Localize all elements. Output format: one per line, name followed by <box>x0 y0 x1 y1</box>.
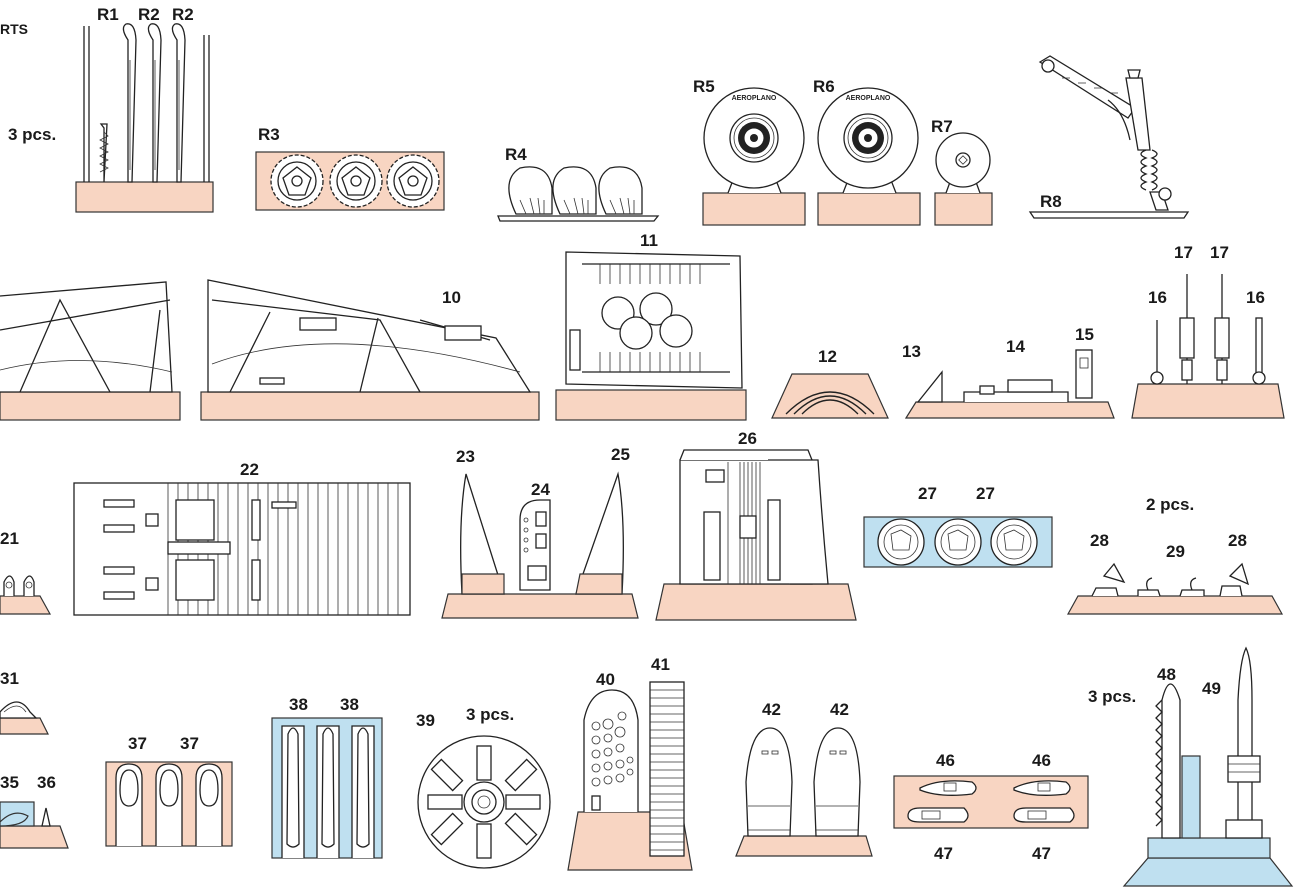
label-37-a: 37 <box>128 734 147 753</box>
label-42-b: 42 <box>830 700 849 719</box>
label-r6: R6 <box>813 77 835 96</box>
part-r4-spinners <box>497 166 660 222</box>
label-r3: R3 <box>258 125 280 144</box>
label-26: 26 <box>738 429 757 448</box>
label-29: 29 <box>1166 542 1185 561</box>
label-38-b: 38 <box>340 695 359 714</box>
part-9-frame-partial <box>0 281 181 421</box>
label-17-b: 17 <box>1210 243 1229 262</box>
label-r2-a: R2 <box>138 5 160 24</box>
label-23: 23 <box>456 447 475 466</box>
part-r8-landing-strut <box>1028 55 1190 219</box>
tire-text-r5: AEROPLANO <box>732 95 777 102</box>
part-r1-r2-propellers <box>75 23 214 213</box>
part-23-24-25-panels <box>441 471 639 619</box>
label-17-a: 17 <box>1174 243 1193 262</box>
label-38-a: 38 <box>289 695 308 714</box>
part-46-47-handles <box>893 775 1089 829</box>
part-27-gear-covers <box>863 516 1053 568</box>
label-42-a: 42 <box>762 700 781 719</box>
label-47-a: 47 <box>934 844 953 863</box>
part-37-seats <box>105 761 233 847</box>
label-36: 36 <box>37 773 56 792</box>
label-16-b: 16 <box>1246 288 1265 307</box>
quantity-48: 3 pcs. <box>1088 687 1136 706</box>
part-38-seat-backs <box>271 717 383 859</box>
label-46-a: 46 <box>936 751 955 770</box>
part-39-engine <box>417 735 551 869</box>
header-fragment: RTS <box>0 21 28 37</box>
label-r4: R4 <box>505 145 527 164</box>
quantity-r1: 3 pcs. <box>8 125 56 144</box>
part-16-17-rods <box>1131 274 1285 419</box>
label-47-b: 47 <box>1032 844 1051 863</box>
label-r7: R7 <box>931 117 953 136</box>
label-12: 12 <box>818 347 837 366</box>
label-22: 22 <box>240 460 259 479</box>
label-14: 14 <box>1006 337 1025 356</box>
label-48: 48 <box>1157 665 1176 684</box>
label-24: 24 <box>531 480 550 499</box>
label-11: 11 <box>640 231 658 250</box>
tire-text-r6: AEROPLANO <box>846 95 891 102</box>
part-22-panel <box>73 482 411 616</box>
label-16-a: 16 <box>1148 288 1167 307</box>
part-21-brackets <box>0 575 52 615</box>
part-r3-gears <box>255 151 445 211</box>
part-35-36 <box>0 801 69 849</box>
label-27-a: 27 <box>918 484 937 503</box>
part-31-handle <box>0 701 49 735</box>
part-r5-wheel: AEROPLANO <box>702 87 806 226</box>
label-r8: R8 <box>1040 192 1062 211</box>
label-35: 35 <box>0 773 19 792</box>
part-11-cockpit-floor <box>555 251 747 421</box>
label-25: 25 <box>611 445 630 464</box>
label-28-b: 28 <box>1228 531 1247 550</box>
quantity-39: 3 pcs. <box>466 705 514 724</box>
label-21: 21 <box>0 529 19 548</box>
label-37-b: 37 <box>180 734 199 753</box>
label-28-a: 28 <box>1090 531 1109 550</box>
quantity-28: 2 pcs. <box>1146 495 1194 514</box>
part-10-frame <box>200 279 540 421</box>
part-13-14-15 <box>904 349 1115 419</box>
label-31: 31 <box>0 669 19 688</box>
part-26-bulkhead <box>655 449 857 621</box>
label-15: 15 <box>1075 325 1094 344</box>
label-10: 10 <box>442 288 461 307</box>
label-r5: R5 <box>693 77 715 96</box>
label-r2-b: R2 <box>172 5 194 24</box>
label-46-b: 46 <box>1032 751 1051 770</box>
part-28-29-pedals <box>1066 562 1284 615</box>
label-r1: R1 <box>97 5 119 24</box>
part-42-panels <box>735 727 873 857</box>
part-40-41-instrument-panel <box>567 681 693 871</box>
part-12-arch <box>771 373 889 419</box>
label-27-b: 27 <box>976 484 995 503</box>
label-39: 39 <box>416 711 435 730</box>
label-49: 49 <box>1202 679 1221 698</box>
label-40: 40 <box>596 670 615 689</box>
part-r7-tailwheel <box>934 132 993 226</box>
label-41: 41 <box>651 655 670 674</box>
label-13: 13 <box>902 342 921 361</box>
part-48-49-stand <box>1122 646 1294 887</box>
part-r6-wheel: AEROPLANO <box>817 87 921 226</box>
